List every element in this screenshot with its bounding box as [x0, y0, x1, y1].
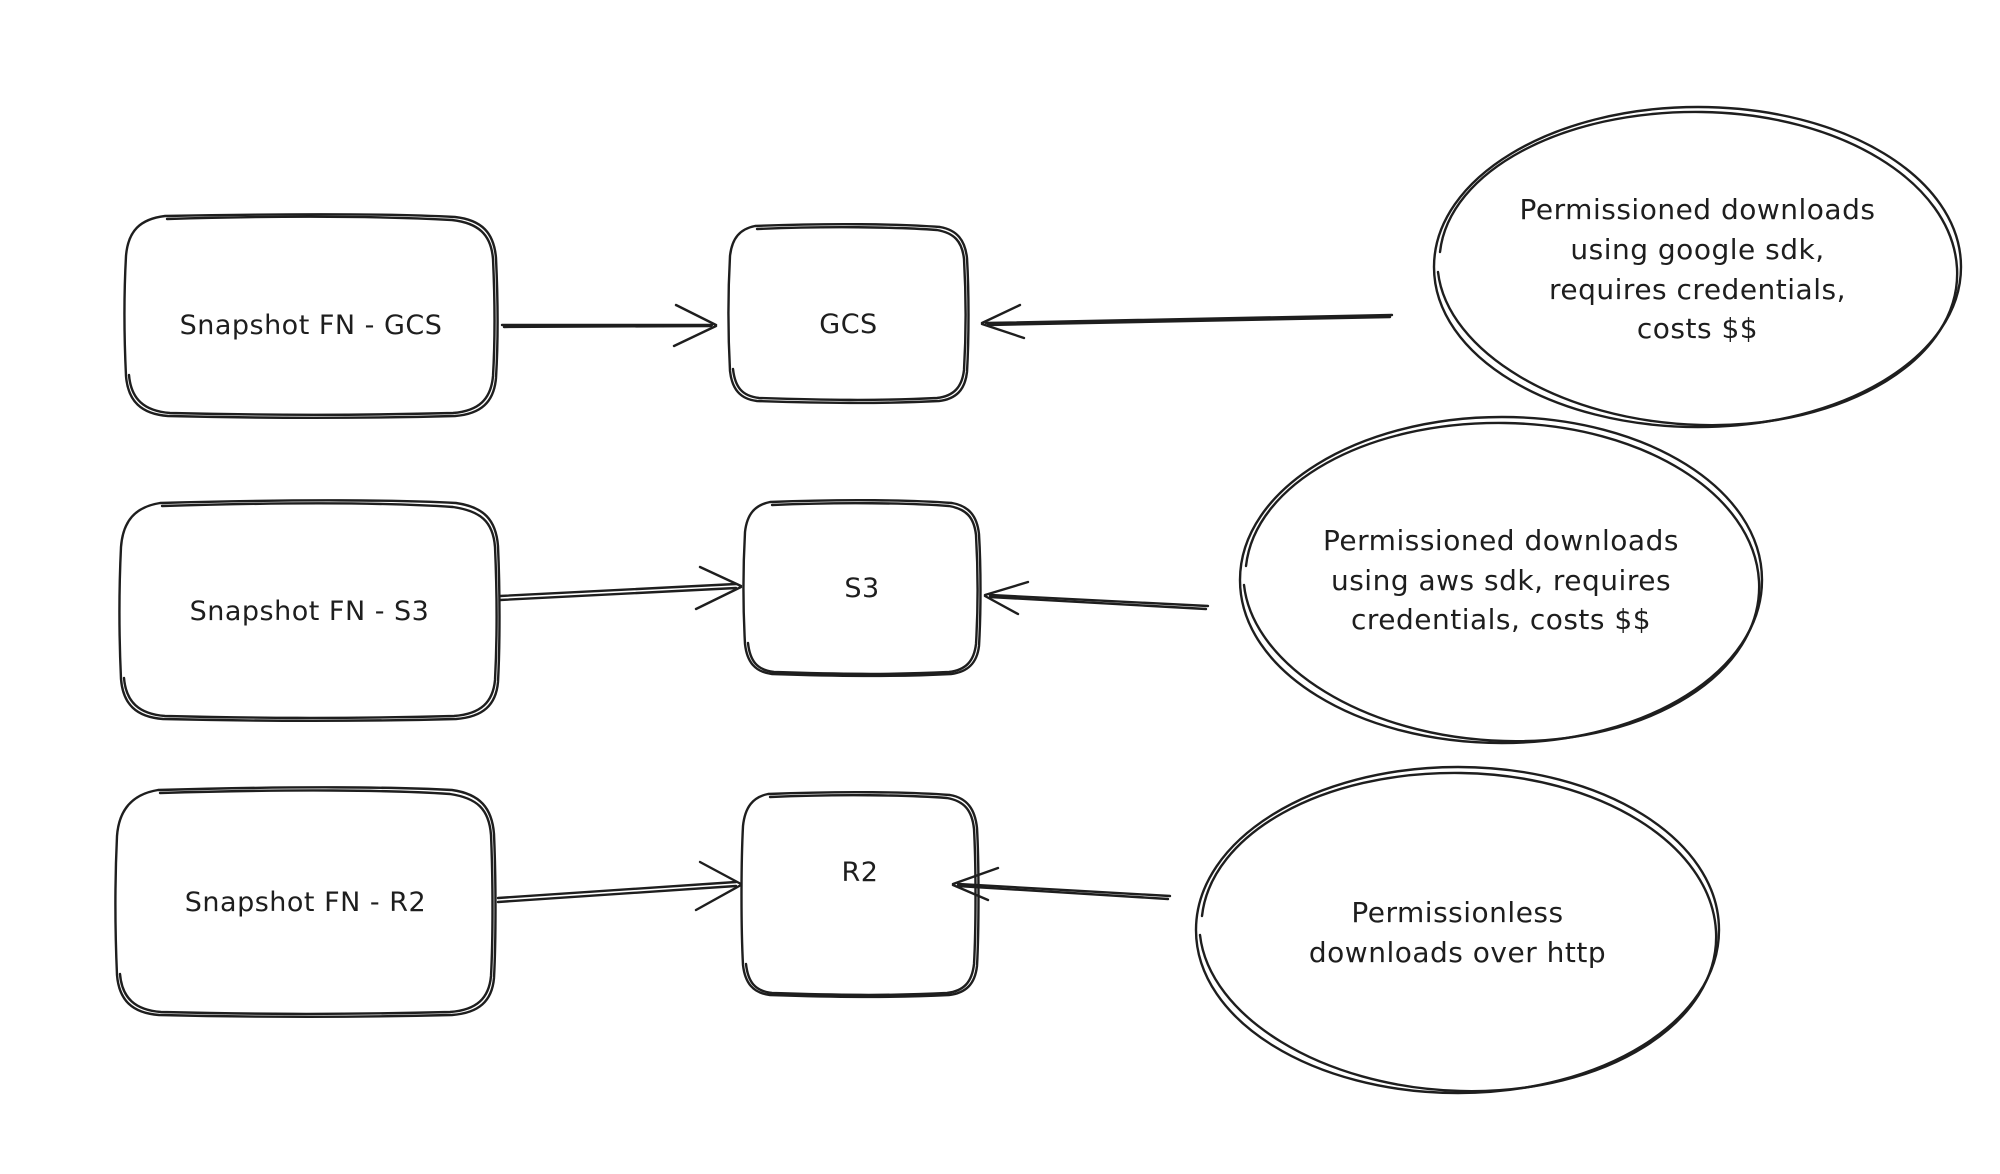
shape-store-box-gcs: [727, 222, 970, 405]
arrow-note-to-store-r2: [951, 866, 1172, 902]
shape-store-box-s3: [742, 498, 982, 678]
shape-source-box-gcs: [123, 212, 499, 420]
shape-source-box-s3: [118, 499, 501, 723]
arrow-source-to-store-s3: [498, 565, 743, 611]
arrow-note-to-store-gcs: [980, 303, 1394, 340]
shape-store-box-r2: [740, 790, 980, 999]
arrow-note-to-store-s3: [983, 580, 1210, 616]
shape-source-box-r2: [114, 786, 497, 1019]
arrow-source-to-store-r2: [496, 860, 743, 912]
arrow-source-to-store-gcs: [500, 303, 718, 348]
shape-note-ellipse-s3: [1238, 415, 1764, 745]
shape-note-ellipse-r2: [1194, 765, 1721, 1095]
shape-note-ellipse-gcs: [1432, 105, 1963, 429]
